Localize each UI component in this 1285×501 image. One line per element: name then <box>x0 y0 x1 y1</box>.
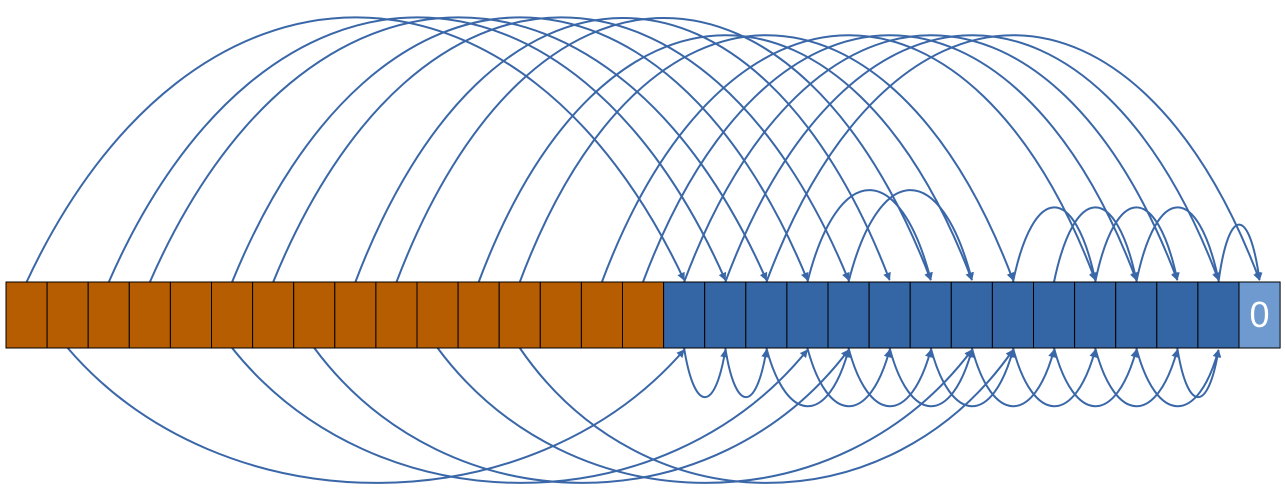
arrow-above-8 <box>518 34 1015 283</box>
array-cells-group: 0 <box>5 281 1281 349</box>
arrow-above-7 <box>477 34 974 283</box>
array-cell-2 <box>87 281 130 349</box>
arrow-below-16 <box>1135 347 1221 408</box>
arrow-above-2 <box>148 16 768 283</box>
arrow-below-1 <box>231 347 809 484</box>
arrow-below-9 <box>847 347 933 408</box>
array-cell-7 <box>293 281 336 349</box>
arrow-above-16 <box>1012 206 1098 283</box>
array-cell-9 <box>375 281 418 349</box>
arrow-below-7 <box>765 347 851 408</box>
array-cell-13 <box>539 281 582 349</box>
array-cell-15 <box>622 281 665 349</box>
array-cell-26 <box>1074 281 1117 349</box>
arrow-above-9 <box>600 34 1097 283</box>
array-cell-10 <box>416 281 459 349</box>
arrow-below-4 <box>518 347 1014 484</box>
arrow-above-4 <box>272 16 850 283</box>
array-cell-1 <box>46 281 89 349</box>
arrow-above-11 <box>683 34 1179 283</box>
array-cell-23 <box>950 281 993 349</box>
arrow-above-10 <box>642 34 1138 283</box>
arrow-below-15 <box>1094 347 1180 408</box>
array-cell-19 <box>786 281 829 349</box>
array-cell-25 <box>1033 281 1076 349</box>
array-cell-14 <box>580 281 624 349</box>
array-cell-4 <box>169 281 212 349</box>
arrow-above-0 <box>25 16 686 283</box>
array-cell-27 <box>1115 281 1158 349</box>
array-cell-28 <box>1156 281 1199 349</box>
arrow-above-19 <box>1135 206 1221 283</box>
arrow-below-0 <box>66 347 685 484</box>
arrow-below-3 <box>436 347 973 484</box>
arrows-below-group <box>66 347 1222 484</box>
arrow-above-6 <box>395 16 932 283</box>
arrow-above-18 <box>1094 206 1180 283</box>
arrow-above-14 <box>806 189 933 283</box>
array-cell-20 <box>827 281 870 349</box>
array-cell-5 <box>211 281 254 349</box>
arrow-below-13 <box>1012 347 1098 408</box>
array-cell-16 <box>663 281 706 349</box>
arrow-below-14 <box>1053 347 1139 408</box>
array-cell-3 <box>128 281 171 349</box>
arrow-above-5 <box>354 16 891 283</box>
arrow-below-17 <box>1176 347 1222 398</box>
arrow-above-20 <box>1217 223 1263 283</box>
array-cell-21 <box>868 281 911 349</box>
array-cell-11 <box>457 281 500 349</box>
arrow-above-12 <box>724 34 1220 283</box>
array-cell-17 <box>704 281 747 349</box>
cell-label-30: 0 <box>1250 294 1270 335</box>
array-cell-22 <box>909 281 952 349</box>
array-cell-6 <box>252 281 295 349</box>
array-cell-30 <box>1238 281 1281 349</box>
arrow-below-11 <box>929 347 1015 408</box>
arrow-below-6 <box>724 347 770 398</box>
array-cell-12 <box>498 281 541 349</box>
array-cell-24 <box>991 281 1035 349</box>
arrow-above-3 <box>231 16 809 283</box>
arrow-above-1 <box>107 16 727 283</box>
array-cell-18 <box>745 281 788 349</box>
arrows-above-group <box>25 16 1263 283</box>
arrow-above-15 <box>847 189 974 283</box>
arrow-below-2 <box>313 347 850 484</box>
arrow-above-13 <box>765 34 1261 283</box>
arrow-below-8 <box>806 347 892 408</box>
arrow-below-12 <box>970 347 1056 408</box>
array-cell-8 <box>334 281 377 349</box>
arrow-above-17 <box>1053 206 1139 283</box>
array-cell-29 <box>1197 281 1240 349</box>
array-cell-0 <box>5 281 48 349</box>
arrow-below-10 <box>888 347 974 408</box>
arrow-below-5 <box>683 347 729 398</box>
